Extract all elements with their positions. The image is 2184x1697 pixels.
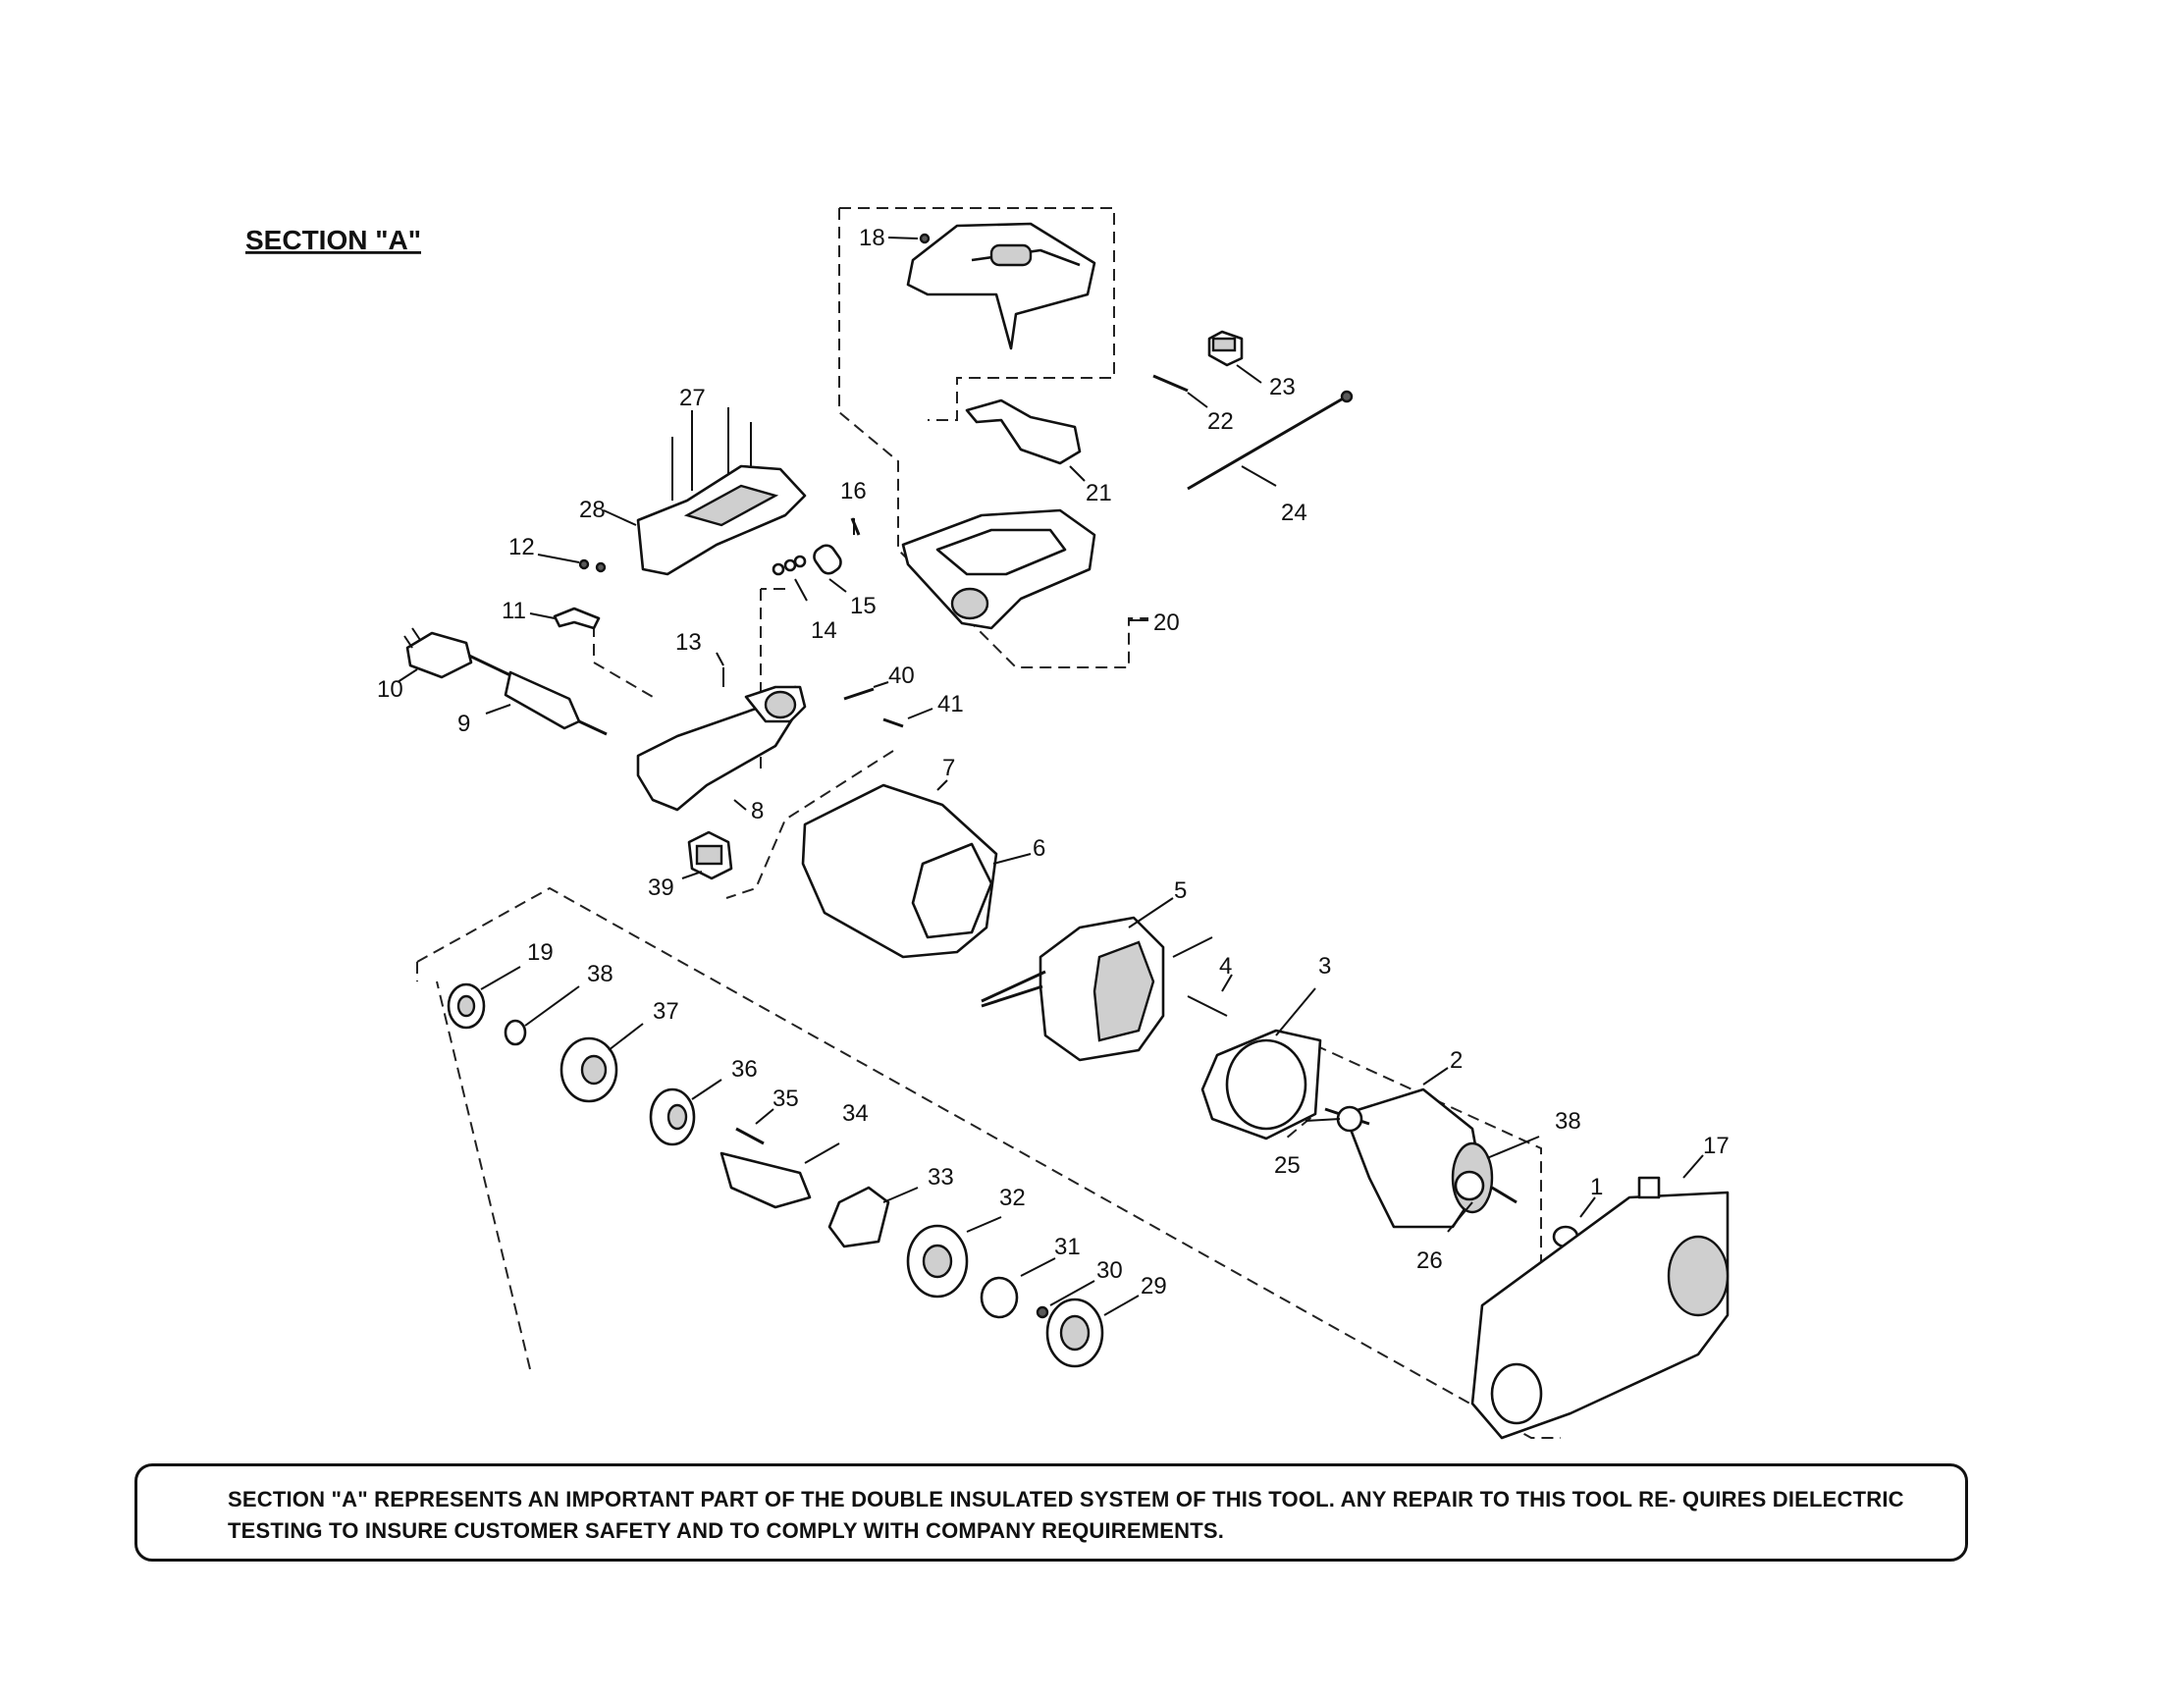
part-11-cord-clamp [553,607,601,630]
part-20-lower-handle [901,508,1096,630]
callout-labels: 18 23 22 21 24 20 27 28 16 15 14 12 11 1… [377,225,1730,1299]
part-3-baffle [1200,1029,1322,1140]
callout-27: 27 [679,385,706,411]
callout-12: 12 [508,534,535,560]
part-22-spring [1152,374,1189,393]
callout-3: 3 [1318,953,1331,980]
callout-8: 8 [751,798,764,824]
callout-41: 41 [937,691,964,717]
callout-38-gear: 38 [587,961,613,987]
part-6-motor-housing [801,783,998,959]
section-title: SECTION "A" [245,225,421,255]
part-4-screws [1172,936,1228,1017]
part-28-handle-half [636,464,807,576]
part-26-bearing [1454,1170,1485,1201]
part-14-spring-clip [772,555,807,576]
part-17-gear-case [1470,1176,1730,1440]
callout-13: 13 [675,629,702,656]
callout-26: 26 [1416,1247,1443,1274]
callout-32: 32 [999,1185,1026,1211]
callout-4: 4 [1219,953,1232,980]
part-27-screws [671,407,752,501]
callout-28: 28 [579,497,606,523]
dielectric-testing-notice: SECTION "A" REPRESENTS AN IMPORTANT PART… [134,1463,1968,1562]
part-36-bearing [649,1087,696,1146]
part-29-fan [1045,1298,1104,1368]
callout-39: 39 [648,875,674,901]
part-33-gasket [827,1186,890,1248]
callout-34: 34 [842,1100,869,1127]
callout-9: 9 [457,711,470,737]
part-40-spring [843,687,875,701]
callout-1: 1 [1590,1174,1603,1200]
part-15-bushing [813,544,842,575]
part-39-brush [687,830,733,880]
callout-22: 22 [1207,408,1234,435]
callout-20: 20 [1153,610,1180,636]
part-18-screw [919,233,931,244]
callout-5: 5 [1174,877,1187,904]
callout-35: 35 [772,1086,799,1112]
part-10-plug [403,627,473,679]
dashed-group-outlines [416,207,1561,1439]
callout-10: 10 [377,676,403,703]
callout-31: 31 [1054,1234,1081,1260]
part-23-switch [1207,330,1244,367]
callout-29: 29 [1141,1273,1167,1299]
part-25-bearing [1336,1105,1363,1133]
notice-text: SECTION "A" REPRESENTS AN IMPORTANT PART… [228,1487,1904,1543]
callout-21: 21 [1086,480,1112,506]
part-30-screw [1036,1305,1049,1319]
callout-6: 6 [1033,835,1045,862]
callout-14: 14 [811,617,837,644]
part-2-armature [1324,1087,1518,1229]
callout-30: 30 [1096,1257,1123,1284]
part-19-handle-cover [906,222,1096,350]
callout-7: 7 [942,755,955,781]
part-34-spindle [719,1151,812,1209]
part-38-retaining-ring [504,1019,527,1046]
callout-24: 24 [1281,500,1307,526]
part-8-handle-housing [636,685,807,812]
part-32-bearing-retainer [906,1224,969,1299]
part-12-screws [578,558,607,573]
part-37-gear [559,1036,618,1103]
callout-18: 18 [859,225,885,251]
callout-36: 36 [731,1056,758,1083]
callout-15: 15 [850,593,877,619]
part-24-rod [1187,390,1354,491]
part-35-key [735,1127,765,1145]
part-19-bearing-cap [447,982,486,1030]
part-5-field-coil [981,916,1165,1062]
callout-40: 40 [888,663,915,689]
callout-38-armature: 38 [1555,1108,1581,1135]
part-41-spring [882,717,904,728]
callout-17: 17 [1703,1133,1730,1159]
callout-16: 16 [840,478,867,504]
part-9-power-cord [468,654,608,736]
callout-23: 23 [1269,374,1296,400]
part-31-o-ring [980,1276,1019,1319]
callout-2: 2 [1450,1047,1463,1074]
callout-25: 25 [1274,1152,1301,1179]
callout-11: 11 [502,598,526,624]
leader-lines [397,237,1704,1316]
callout-33: 33 [928,1164,954,1191]
callout-19: 19 [527,939,554,966]
part-21-trigger [965,398,1082,465]
callout-37: 37 [653,998,679,1025]
